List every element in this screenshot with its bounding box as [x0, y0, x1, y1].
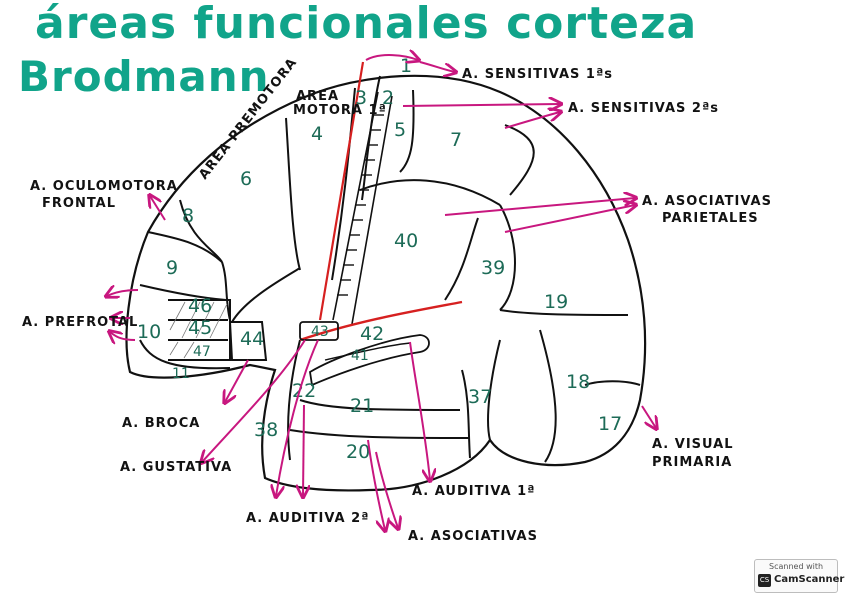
watermark-line-1: Scanned with	[769, 562, 824, 571]
label-motora-2: MOTORA 1ª	[293, 103, 387, 118]
notebook-page: áreas funcionales corteza Brodmann	[18, 0, 772, 544]
label-sensitivas-1: A. SENSITIVAS 1ªs	[462, 67, 613, 82]
area-21: 21	[350, 395, 374, 417]
area-19: 19	[544, 291, 568, 313]
area-42: 42	[360, 323, 384, 345]
title-line-1: áreas funcionales corteza	[35, 0, 698, 49]
label-gustativa: A. GUSTATIVA	[120, 460, 232, 475]
area-45: 45	[188, 317, 212, 339]
camscanner-icon: CS	[758, 574, 771, 587]
brain-outline	[125, 74, 647, 492]
area-38: 38	[254, 419, 278, 441]
area-5: 5	[394, 119, 406, 141]
area-41: 41	[351, 348, 369, 364]
label-asociativas: A. ASOCIATIVAS	[408, 529, 538, 544]
area-4: 4	[311, 123, 323, 145]
label-oculomotora-2: FRONTAL	[42, 196, 116, 211]
area-7: 7	[450, 129, 462, 151]
area-10: 10	[137, 321, 161, 343]
area-3: 3	[355, 87, 367, 109]
label-premotora: AREA PREMOTORA	[196, 55, 300, 182]
watermark-line-2: CamScanner	[774, 574, 845, 585]
label-visual-1: A. VISUAL	[652, 437, 734, 452]
area-17: 17	[598, 413, 622, 435]
area-44: 44	[240, 328, 264, 350]
area-11: 11	[172, 366, 190, 382]
label-broca: A. BROCA	[122, 416, 200, 431]
area-47: 47	[193, 344, 211, 360]
outer-labels: A. SENSITIVAS 1ªs A. SENSITIVAS 2ªs A. A…	[22, 67, 772, 544]
title-line-2: Brodmann	[18, 52, 270, 101]
label-sensitivas-2: A. SENSITIVAS 2ªs	[568, 101, 719, 116]
label-auditiva-1: A. AUDITIVA 1ª	[412, 484, 535, 499]
area-20: 20	[346, 441, 370, 463]
label-auditiva-2: A. AUDITIVA 2ª	[246, 511, 369, 526]
area-37: 37	[468, 386, 492, 408]
area-8: 8	[182, 205, 194, 227]
area-43: 43	[311, 324, 329, 340]
area-22: 22	[292, 380, 316, 402]
label-visual-2: PRIMARIA	[652, 455, 732, 470]
label-oculomotora-1: A. OCULOMOTORA	[30, 179, 178, 194]
area-2: 2	[382, 87, 394, 109]
region-borders	[139, 75, 641, 463]
label-asociativas-parietales-2: PARIETALES	[662, 211, 759, 226]
camscanner-watermark: Scanned with CS CamScanner	[754, 559, 844, 593]
annotation-arrows	[107, 55, 656, 530]
area-40: 40	[394, 230, 418, 252]
brodmann-diagram: 1 2 3 4 5 6 7 8 9 10 11 17 18 19 20 21 2…	[22, 0, 772, 544]
label-prefrontal: A. PREFROTAL	[22, 315, 138, 330]
hatch-pattern	[169, 301, 228, 359]
area-18: 18	[566, 371, 590, 393]
label-motora-1: AREA	[296, 89, 339, 104]
area-6: 6	[240, 168, 252, 190]
area-46: 46	[188, 295, 212, 317]
central-sulcus-strip	[318, 61, 393, 325]
area-39: 39	[481, 257, 505, 279]
label-asociativas-parietales-1: A. ASOCIATIVAS	[642, 194, 772, 209]
area-9: 9	[166, 257, 178, 279]
lateral-sulcus	[299, 300, 463, 387]
